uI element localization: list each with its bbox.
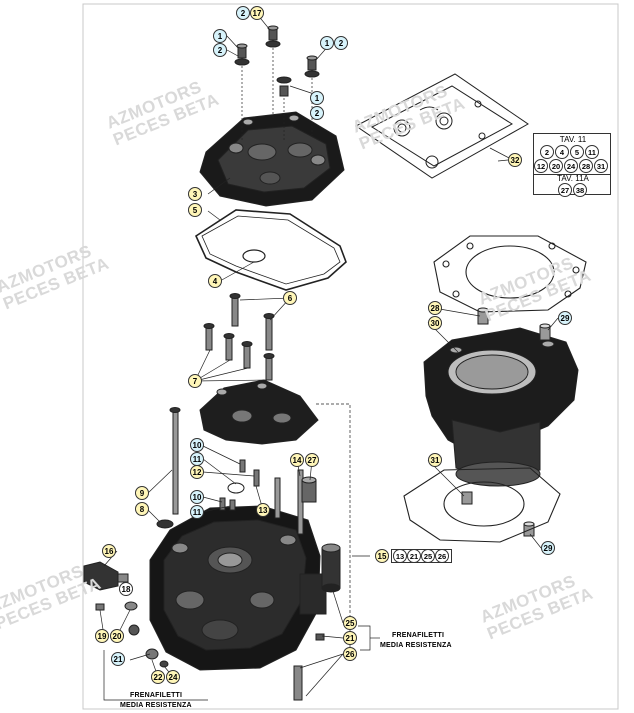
group-15-box: 13 21 25 26 <box>391 549 452 563</box>
callout-7[interactable]: 7 <box>188 374 202 388</box>
callout-6[interactable]: 6 <box>283 291 297 305</box>
callout-3[interactable]: 3 <box>188 187 202 201</box>
callout-28[interactable]: 28 <box>428 301 442 315</box>
group-15-item[interactable]: 13 <box>393 549 407 563</box>
callout-12[interactable]: 12 <box>190 465 204 479</box>
tav-11-item[interactable]: 24 <box>564 159 578 173</box>
tav-11-item[interactable]: 28 <box>579 159 593 173</box>
head-gasket <box>433 235 587 313</box>
tav-11-item[interactable]: 31 <box>594 159 608 173</box>
note-threadlock: FRENAFILETTI <box>392 632 445 639</box>
callout-20[interactable]: 20 <box>110 629 124 643</box>
top-gasket-set <box>355 73 529 179</box>
callout-25[interactable]: 25 <box>343 616 357 630</box>
note-medium-strength: MEDIA RESISTENZA <box>380 642 452 649</box>
callout-10[interactable]: 10 <box>190 438 204 452</box>
callout-1[interactable]: 1 <box>310 91 324 105</box>
callout-1[interactable]: 1 <box>320 36 334 50</box>
callout-9[interactable]: 9 <box>135 486 149 500</box>
callout-11[interactable]: 11 <box>190 505 204 519</box>
reference-table: TAV. 11 2 4 5 11 12 20 24 28 31 TAV. 11A… <box>533 133 611 197</box>
callout-30[interactable]: 30 <box>428 316 442 330</box>
cover-gasket <box>194 209 347 291</box>
callout-16[interactable]: 16 <box>102 544 116 558</box>
callout-27[interactable]: 27 <box>305 453 319 467</box>
group-15-item[interactable]: 21 <box>407 549 421 563</box>
callout-29[interactable]: 29 <box>541 541 555 555</box>
note-medium-strength: MEDIA RESISTENZA <box>120 702 192 709</box>
callout-22[interactable]: 22 <box>151 670 165 684</box>
table-divider <box>534 174 610 175</box>
callout-4[interactable]: 4 <box>208 274 222 288</box>
tav-11-title: TAV. 11 <box>559 135 587 144</box>
callout-5[interactable]: 5 <box>188 203 202 217</box>
callout-2[interactable]: 2 <box>334 36 348 50</box>
callout-24[interactable]: 24 <box>166 670 180 684</box>
callout-21[interactable]: 21 <box>343 631 357 645</box>
tav-11-item[interactable]: 5 <box>570 145 584 159</box>
callout-10[interactable]: 10 <box>190 490 204 504</box>
tav-11-item[interactable]: 11 <box>585 145 599 159</box>
tav-11-item[interactable]: 12 <box>534 159 548 173</box>
tav-11-item[interactable]: 2 <box>540 145 554 159</box>
tav-11a-item[interactable]: 38 <box>573 183 587 197</box>
group-15-item[interactable]: 25 <box>421 549 435 563</box>
callout-2[interactable]: 2 <box>236 6 250 20</box>
callout-2[interactable]: 2 <box>213 43 227 57</box>
callout-17[interactable]: 17 <box>250 6 264 20</box>
tav-11-item[interactable]: 20 <box>549 159 563 173</box>
callout-21[interactable]: 21 <box>111 652 125 666</box>
tav-11a-item[interactable]: 27 <box>558 183 572 197</box>
valve-cover <box>199 111 345 207</box>
callout-13[interactable]: 13 <box>256 503 270 517</box>
callout-15[interactable]: 15 <box>375 549 389 563</box>
cam-cap-bolts <box>203 293 275 381</box>
callout-14[interactable]: 14 <box>290 453 304 467</box>
tav-11a-title: TAV. 11A <box>557 174 589 183</box>
cylinder <box>423 327 579 487</box>
note-threadlock: FRENAFILETTI <box>130 692 183 699</box>
callout-31[interactable]: 31 <box>428 453 442 467</box>
callout-29[interactable]: 29 <box>558 311 572 325</box>
callout-1[interactable]: 1 <box>213 29 227 43</box>
base-gasket <box>403 467 561 543</box>
group-15-item[interactable]: 26 <box>435 549 449 563</box>
tav-11-item[interactable]: 4 <box>555 145 569 159</box>
cylinder-head <box>149 505 327 671</box>
callout-18[interactable]: 18 <box>119 582 133 596</box>
cover-bolts <box>234 25 320 97</box>
callout-32[interactable]: 32 <box>508 153 522 167</box>
cam-holder <box>199 379 319 445</box>
callout-11[interactable]: 11 <box>190 452 204 466</box>
callout-19[interactable]: 19 <box>95 629 109 643</box>
callout-8[interactable]: 8 <box>135 502 149 516</box>
callout-26[interactable]: 26 <box>343 647 357 661</box>
callout-2[interactable]: 2 <box>310 106 324 120</box>
